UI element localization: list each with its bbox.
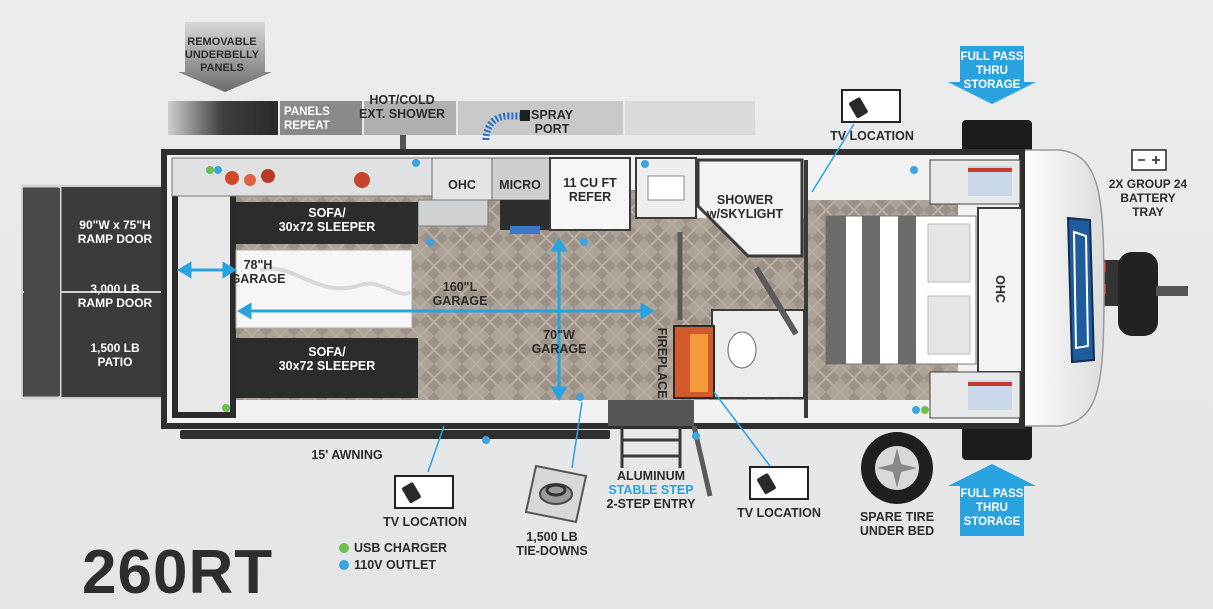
- garage-table: [235, 249, 413, 329]
- shower-stall: [696, 158, 804, 258]
- patio-label: 1,500 LB PATIO: [90, 341, 140, 369]
- underbelly-panel-strip: [168, 101, 755, 135]
- sink: [417, 199, 489, 227]
- spare-tire-label: SPARE TIRE UNDER BED: [859, 510, 935, 538]
- garage-height-label: 78"H GARAGE: [230, 258, 286, 286]
- microwave: [491, 157, 551, 201]
- bedroom-ohc: [977, 207, 1023, 373]
- sofa-top: [236, 202, 418, 244]
- awning-bar: [180, 430, 610, 439]
- ext-shower-fixture: [400, 135, 406, 153]
- tv-top-icon: [841, 89, 901, 123]
- power-markers: [206, 159, 929, 444]
- ohc-label: OHC: [448, 178, 476, 192]
- full-pass-bottom-label: FULL PASS THRU STORAGE: [960, 488, 1024, 528]
- full-pass-bottom-arrow-icon: [948, 464, 1036, 536]
- aluminum-label: ALUMINUM: [616, 469, 686, 483]
- battery-tray-label: 2X GROUP 24 BATTERY TRAY: [1108, 177, 1188, 219]
- sofa-bottom: [236, 338, 418, 398]
- tv-location-left-label: TV LOCATION: [383, 515, 467, 529]
- dimension-arrows: [177, 237, 655, 401]
- tie-downs-label: 1,500 LB TIE-DOWNS: [516, 530, 588, 558]
- bedroom-ohc-label: OHC: [993, 275, 1007, 303]
- ramp-door-size-label: 90"W x 75"H RAMP DOOR: [77, 218, 153, 246]
- bed-stripes: [826, 216, 971, 364]
- tv-location-right-label: TV LOCATION: [737, 506, 821, 520]
- gear-items-graphic: [225, 169, 370, 188]
- callout-lines: [427, 123, 855, 473]
- legend-outlet-label: 110V OUTLET: [354, 558, 436, 572]
- underbelly-arrow-icon: [178, 22, 272, 92]
- full-pass-top-label: FULL PASS THRU STORAGE: [960, 51, 1024, 91]
- stove: [500, 200, 550, 230]
- panels-repeat-label: PANELS REPEAT: [284, 106, 330, 132]
- battery-icon: [1131, 149, 1167, 171]
- spray-port-label: SPRAY PORT: [531, 108, 573, 136]
- hitch-jack-icon: [1098, 252, 1188, 336]
- shower-label: SHOWER w/SKYLIGHT: [706, 193, 784, 221]
- awning-label: 15' AWNING: [311, 448, 383, 462]
- brand-logo-graphic: [1066, 216, 1096, 364]
- stable-step-label: STABLE STEP: [608, 483, 694, 497]
- legend-outlet-dot: [339, 560, 349, 570]
- ramp-door-weight-label: 3,000 LB RAMP DOOR: [77, 282, 153, 310]
- tv-right-icon: [749, 466, 809, 500]
- spray-hose-icon: [482, 110, 530, 141]
- spare-tire-icon: [861, 432, 933, 504]
- sofa-bottom-label: SOFA/ 30x72 SLEEPER: [278, 345, 376, 373]
- model-title: 260RT: [82, 538, 274, 607]
- step-entry-label: 2-STEP ENTRY: [606, 497, 696, 511]
- legend-usb-dot: [339, 543, 349, 553]
- front-storage-top: [962, 120, 1032, 156]
- tie-down-icon: [524, 464, 588, 524]
- refer-label: 11 CU FT REFER: [563, 176, 617, 204]
- garage-length-label: 160"L GARAGE: [432, 280, 488, 308]
- fireplace-label: FIREPLACE: [655, 327, 669, 399]
- tv-location-top-label: TV LOCATION: [830, 129, 914, 143]
- tv-left-icon: [394, 475, 454, 509]
- removable-underbelly-label: REMOVABLE UNDERBELLY PANELS: [184, 36, 260, 74]
- storage-items-graphic: [968, 166, 1012, 410]
- legend-usb-label: USB CHARGER: [354, 541, 448, 555]
- entry-door-sill: [608, 400, 694, 426]
- kitchen-counter: [171, 157, 433, 197]
- sofa-top-label: SOFA/ 30x72 SLEEPER: [278, 206, 376, 234]
- hot-cold-shower-label: HOT/COLD EXT. SHOWER: [358, 93, 446, 121]
- refrigerator: [549, 157, 631, 231]
- micro-label: MICRO: [499, 178, 541, 192]
- garage-width-label: 70"W GARAGE: [531, 328, 587, 356]
- front-storage-bottom: [962, 420, 1032, 460]
- full-pass-top-arrow-icon: [948, 46, 1036, 104]
- ramp-door: [21, 184, 171, 400]
